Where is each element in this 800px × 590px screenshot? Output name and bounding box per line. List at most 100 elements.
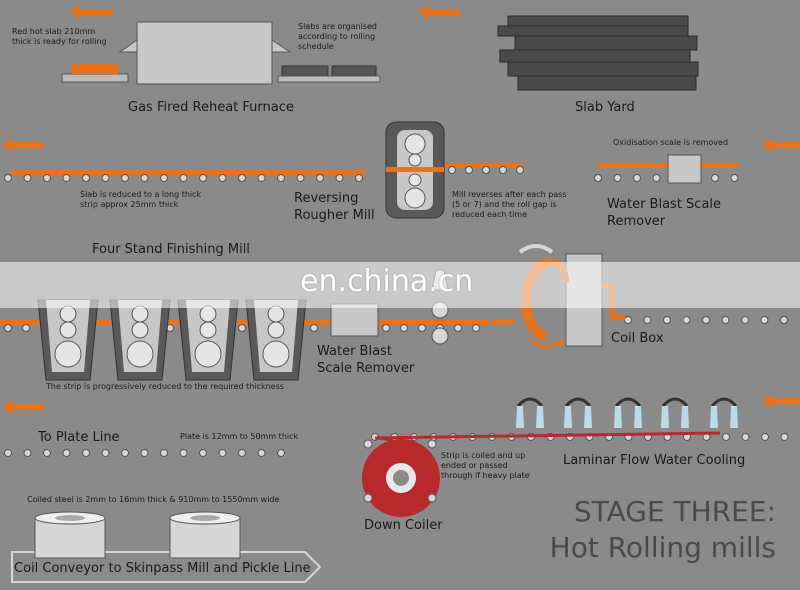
roller-icon xyxy=(400,324,408,332)
spray-header xyxy=(614,397,642,408)
roller-icon xyxy=(448,166,456,174)
roller-icon xyxy=(199,449,207,457)
rougher-mill xyxy=(385,121,445,219)
spray-header xyxy=(661,397,689,408)
scale-remover-box-row2 xyxy=(667,154,702,184)
roller-icon xyxy=(62,449,71,457)
roller-icon xyxy=(257,174,266,182)
roller-icon xyxy=(43,449,51,457)
arrow-icon xyxy=(70,5,113,19)
roller-icon xyxy=(179,174,188,182)
roller-icon xyxy=(199,174,207,182)
roller-icon xyxy=(702,316,710,324)
roller-icon xyxy=(238,324,246,332)
coiler-note: Strip is coiled and up ended or passed t… xyxy=(441,451,530,480)
down-coiler xyxy=(362,439,440,517)
furnace-title: Gas Fired Reheat Furnace xyxy=(128,100,294,115)
spray-header xyxy=(564,397,592,408)
roller-icon xyxy=(482,166,490,174)
roller-icon xyxy=(140,449,149,457)
roller-icon xyxy=(277,449,285,457)
slab-yard-stack xyxy=(497,15,699,91)
roller-icon xyxy=(472,324,480,332)
roller-icon xyxy=(721,316,730,324)
coil-box-title: Coil Box xyxy=(611,331,664,346)
furnace-note-left: Red hot slab 210mm thick is ready for ro… xyxy=(12,27,107,46)
finishing-mill-note: The strip is progressively reduced to th… xyxy=(46,382,284,391)
roller-icon xyxy=(643,316,652,324)
roller-icon xyxy=(4,449,12,457)
roller-icon xyxy=(4,324,12,332)
roller-icon xyxy=(499,166,507,174)
direction-arrows-row1 xyxy=(70,5,460,19)
down-coiler-title: Down Coiler xyxy=(364,518,443,533)
roller-icon xyxy=(121,449,129,457)
coil-icon xyxy=(34,511,106,559)
roller-icon xyxy=(780,316,788,324)
slab-yard-title: Slab Yard xyxy=(575,100,635,115)
water-jet xyxy=(730,406,738,428)
water-jet xyxy=(661,406,669,428)
watermark-text: en.china.cn xyxy=(300,264,474,299)
roller-icon xyxy=(760,316,769,324)
roller-icon xyxy=(465,166,473,174)
laminar-title: Laminar Flow Water Cooling xyxy=(563,453,746,468)
plate-line-title: To Plate Line xyxy=(38,430,120,445)
roller-icon xyxy=(22,324,30,332)
stage-title-line1: STAGE THREE: xyxy=(573,495,776,528)
roller-icon xyxy=(82,174,90,182)
spray-header xyxy=(710,397,738,408)
roller-icon xyxy=(4,174,12,182)
roller-icon xyxy=(730,174,739,182)
furnace-note-right: Slabs are organised according to rolling… xyxy=(298,22,377,51)
roller-icon xyxy=(160,174,168,182)
water-jet xyxy=(584,406,592,428)
roller-icon xyxy=(62,174,71,182)
spray-header xyxy=(516,397,544,408)
roller-icon xyxy=(179,449,188,457)
roller-icon xyxy=(43,174,51,182)
direction-arrows-row2 xyxy=(2,138,800,152)
rougher-slab-note: Slab is reduced to a long thick strip ap… xyxy=(80,190,202,209)
roller-icon xyxy=(624,316,632,324)
roller-icon xyxy=(23,174,32,182)
roller-icon xyxy=(23,449,32,457)
conveyor-title: Coil Conveyor to Skinpass Mill and Pickl… xyxy=(14,561,311,576)
roller-icon xyxy=(652,174,661,182)
water-jet xyxy=(614,406,622,428)
roller-icon xyxy=(316,174,324,182)
arrow-icon xyxy=(418,5,460,19)
roller-icon xyxy=(780,433,789,441)
roller-icon xyxy=(682,316,691,324)
stage-title-line2: Hot Rolling mills xyxy=(549,531,776,564)
roller-icon xyxy=(140,174,149,182)
arrow-icon xyxy=(762,138,800,152)
roller-icon xyxy=(355,174,363,182)
roller-icon xyxy=(722,433,730,441)
roller-icon xyxy=(296,174,305,182)
roller-icon xyxy=(257,449,266,457)
water-jet xyxy=(516,406,524,428)
watermark-band xyxy=(0,262,800,308)
roller-icon xyxy=(418,324,426,332)
scale-remover-title-row2: Water Blast Scale Remover xyxy=(607,197,722,229)
plate-line-note: Plate is 12mm to 50mm thick xyxy=(180,432,299,441)
roller-icon xyxy=(613,174,622,182)
arrow-icon xyxy=(2,400,44,414)
roller-icon xyxy=(218,449,227,457)
reheat-furnace xyxy=(61,21,381,85)
water-jet xyxy=(634,406,642,428)
roller-icon xyxy=(516,166,524,174)
scale-remover-note: Oxidisation scale is removed xyxy=(613,138,729,147)
roller-icon xyxy=(335,174,344,182)
roller-icon xyxy=(101,174,110,182)
roller-icon xyxy=(238,174,246,182)
coil-conveyor xyxy=(11,511,322,583)
roller-icon xyxy=(160,449,168,457)
roller-icon xyxy=(594,174,602,182)
roller-icon xyxy=(663,316,671,324)
roller-icon xyxy=(711,174,719,182)
water-jet xyxy=(564,406,572,428)
water-jet xyxy=(536,406,544,428)
